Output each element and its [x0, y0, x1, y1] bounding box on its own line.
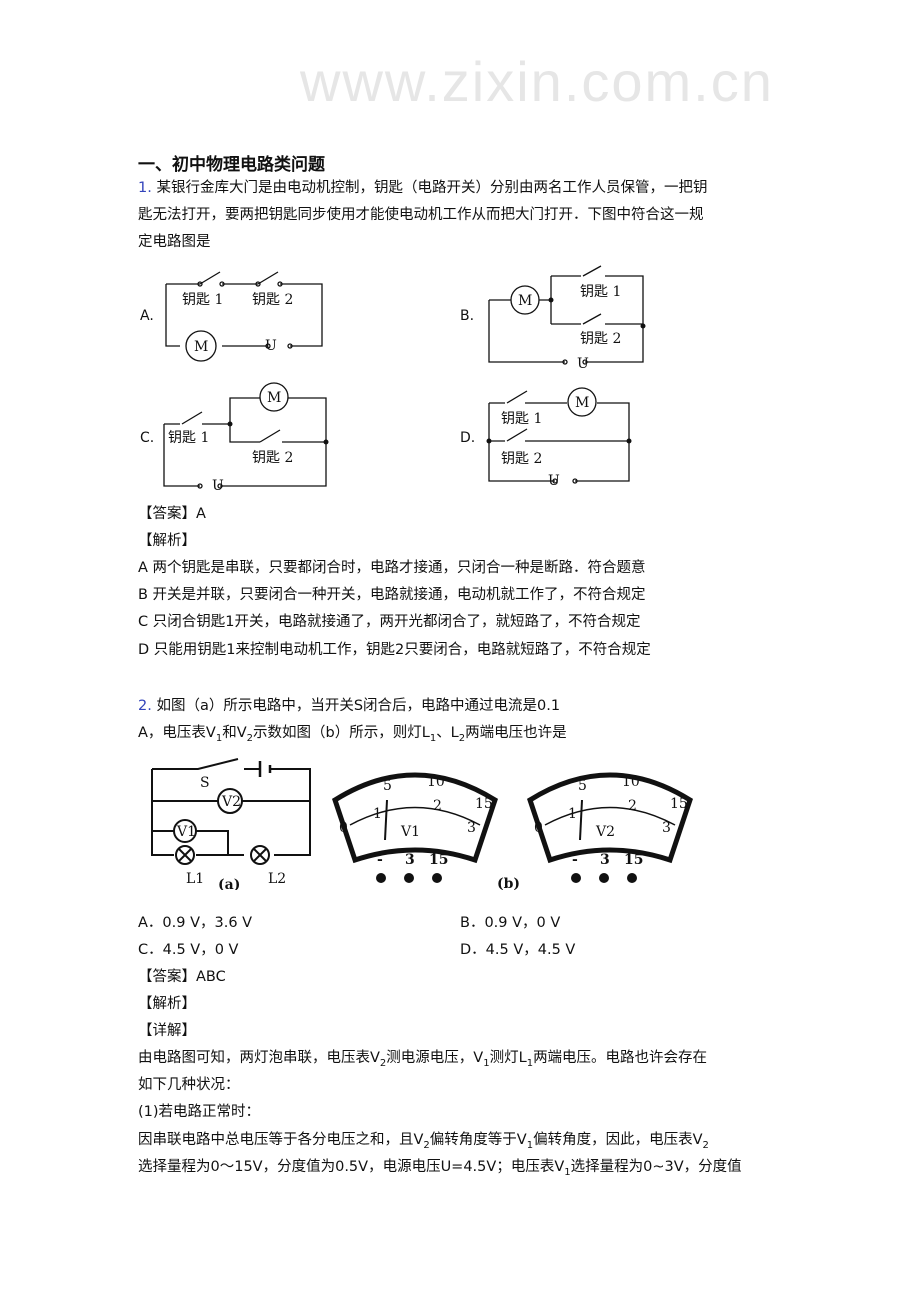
watermark: www.zixin.com.cn: [300, 50, 774, 113]
svg-text:15: 15: [475, 796, 493, 812]
q1-line-3: 定电路图是: [138, 234, 211, 250]
section-title: 一、初中物理电路类问题: [138, 155, 325, 175]
svg-text:1: 1: [568, 806, 577, 822]
svg-text:0: 0: [534, 820, 543, 836]
q2-option-b: B．0.9 V，0 V: [460, 915, 561, 931]
q2-number: 2.: [138, 698, 152, 714]
v1-meter-label: V1: [400, 824, 420, 840]
svg-text:0: 0: [339, 820, 348, 836]
svg-text:10: 10: [622, 774, 640, 790]
q2-detail-2: 如下几种状况：: [138, 1077, 240, 1093]
q1-analysis-c: C 只闭合钥匙1开关，电路就接通了，两开光都闭合了，就短路了，不符合规定: [138, 614, 641, 630]
q1-line-2: 匙无法打开，要两把钥匙同步使用才能使电动机工作从而把大门打开．下图中符合这一规: [138, 207, 704, 223]
q1-analysis-label: 【解析】: [138, 533, 196, 549]
key2-label: 钥匙 2: [252, 450, 293, 466]
svg-text:3: 3: [405, 852, 415, 868]
key2-label: 钥匙 2: [580, 331, 621, 347]
key2-label: 钥匙 2: [501, 451, 542, 467]
source-label: U: [265, 338, 277, 354]
q2-line-1: 2. 如图（a）所示电路中，当开关S闭合后，电路中通过电流是0.1: [138, 696, 560, 716]
q2-line-2: A，电压表V1和V2示数如图（b）所示，则灯L1、L2两端电压也许是: [138, 725, 567, 744]
voltmeter-fig-b: 0 5 10 15 1 2 3 V1 - 3 15 (b) 0 5 10 15 …: [332, 772, 693, 890]
svg-text:3: 3: [662, 820, 671, 836]
q1-answer: 【答案】A: [138, 506, 206, 522]
svg-text:5: 5: [383, 778, 392, 794]
source-label: U: [212, 478, 224, 494]
circuit-fig-a: S V2 V1 L1 L2 (a): [151, 758, 311, 890]
q2-answer: 【答案】ABC: [138, 969, 226, 985]
svg-text:1: 1: [373, 806, 382, 822]
fig-a-caption: (a): [218, 877, 240, 890]
svg-text:2: 2: [628, 798, 637, 814]
circuit-b: M 钥匙 1 钥匙 2 U: [488, 265, 646, 370]
svg-text:3: 3: [467, 820, 476, 836]
q2-analysis-label: 【解析】: [138, 996, 196, 1012]
q2-detail-4: 因串联电路中总电压等于各分电压之和，且V2偏转角度等于V1偏转角度，因此，电压表…: [138, 1132, 709, 1151]
v2-label: V2: [221, 794, 241, 810]
q1-text: 某银行金库大门是由电动机控制，钥匙（电路开关）分别由两名工作人员保管，一把钥: [156, 180, 708, 196]
q2-detail-label: 【详解】: [138, 1023, 196, 1039]
l2-label: L2: [268, 871, 286, 887]
q2-option-d: D．4.5 V，4.5 V: [460, 942, 576, 958]
q1-line-1: 1. 某银行金库大门是由电动机控制，钥匙（电路开关）分别由两名工作人员保管，一把…: [138, 178, 707, 198]
q2-detail-3: (1)若电路正常时：: [138, 1104, 261, 1120]
svg-text:15: 15: [624, 852, 643, 868]
motor-label: M: [194, 339, 208, 355]
q1-analysis-d: D 只能用钥匙1来控制电动机工作，钥匙2只要闭合，电路就短路了，不符合规定: [138, 642, 651, 658]
q2-option-c: C．4.5 V，0 V: [138, 942, 239, 958]
source-label: U: [577, 356, 589, 370]
option-d-label: D.: [460, 430, 476, 446]
v1-label: V1: [176, 824, 196, 840]
circuit-c: M 钥匙 1 钥匙 2 U: [163, 382, 329, 494]
motor-label: M: [575, 395, 589, 411]
fig-b-caption: (b): [497, 876, 520, 890]
svg-text:15: 15: [429, 852, 448, 868]
svg-text:10: 10: [427, 774, 445, 790]
svg-text:2: 2: [433, 798, 442, 814]
svg-text:5: 5: [578, 778, 587, 794]
q2-option-a: A．0.9 V，3.6 V: [138, 915, 253, 931]
circuit-d: M 钥匙 1 钥匙 2 U: [486, 387, 632, 489]
svg-text:-: -: [572, 852, 578, 868]
svg-text:15: 15: [670, 796, 688, 812]
q1-number: 1.: [138, 180, 152, 196]
option-b-label: B.: [460, 308, 475, 324]
v2-meter-label: V2: [595, 824, 615, 840]
key1-label: 钥匙 1: [580, 284, 621, 300]
l1-label: L1: [186, 871, 204, 887]
motor-label: M: [518, 293, 532, 309]
motor-label: M: [267, 390, 281, 406]
q2-detail-5: 选择量程为0～15V，分度值为0.5V，电源电压U=4.5V；电压表V1选择量程…: [138, 1159, 742, 1178]
key1-label: 钥匙 1: [168, 430, 209, 446]
q1-analysis-a: A 两个钥匙是串联，只要都闭合时，电路才接通，只闭合一种是断路．符合题意: [138, 560, 646, 576]
key2-label: 钥匙 2: [252, 292, 293, 308]
switch-label: S: [200, 775, 210, 791]
circuit-a: 钥匙 1 钥匙 2 M U: [165, 271, 323, 362]
option-c-label: C.: [140, 430, 155, 446]
key1-label: 钥匙 1: [501, 411, 542, 427]
q2-text: 如图（a）所示电路中，当开关S闭合后，电路中通过电流是0.1: [156, 698, 561, 714]
svg-text:-: -: [377, 852, 383, 868]
voltmeter-v2: 0 5 10 15 1 2 3 V2 - 3 15: [527, 772, 693, 883]
q2-detail-1: 由电路图可知，两灯泡串联，电压表V2测电源电压，V1测灯L1两端电压。电路也许会…: [138, 1050, 708, 1069]
key1-label: 钥匙 1: [182, 292, 223, 308]
voltmeter-v1: 0 5 10 15 1 2 3 V1 - 3 15: [332, 772, 498, 883]
source-label: U: [548, 473, 560, 489]
svg-text:3: 3: [600, 852, 610, 868]
option-a-label: A.: [140, 308, 154, 324]
q1-analysis-b: B 开关是并联，只要闭合一种开关，电路就接通，电动机就工作了，不符合规定: [138, 587, 646, 603]
